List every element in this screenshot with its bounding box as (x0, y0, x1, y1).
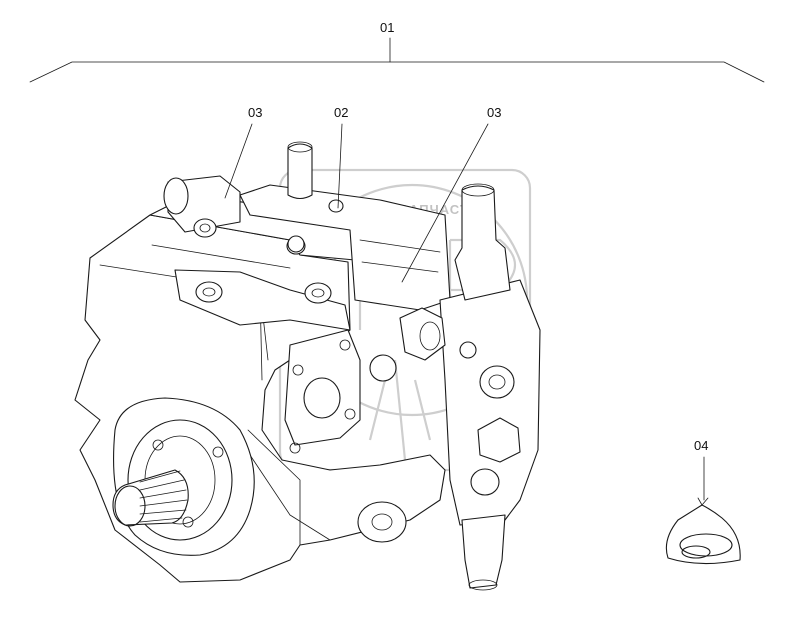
relief-valve-block[interactable] (369, 183, 541, 591)
relief-port-1 (479, 365, 515, 399)
left-valve-nut (163, 177, 189, 215)
relief-port-2 (470, 468, 500, 496)
housing-edge-3 (151, 244, 291, 269)
flange-ring (127, 419, 233, 541)
callout-02-leader (337, 123, 343, 209)
relief-valve-body (439, 279, 541, 526)
bottom-cartridge (461, 514, 506, 589)
side-port-nut (399, 307, 446, 361)
callout-03-right-leader (401, 123, 489, 283)
callout-03-right-label: 03 (487, 105, 501, 120)
seal-kit-bag[interactable] (665, 497, 741, 565)
shaft-splines (139, 470, 188, 523)
callout-01[interactable]: 01 (29, 20, 765, 83)
side-fitting (369, 354, 397, 382)
callout-03-left-label: 03 (248, 105, 262, 120)
bottom-port-hole (371, 513, 393, 531)
housing-edge-4 (247, 429, 301, 546)
callout-02[interactable]: 02 (334, 105, 348, 209)
housing-edge-5 (239, 439, 331, 541)
callout-02-label: 02 (334, 105, 348, 120)
cover-bolt-4 (289, 442, 301, 454)
assembly-bracket (29, 61, 765, 83)
top-post-cap (287, 141, 313, 153)
side-cover-boss (303, 377, 341, 419)
relief-port-1-hole (488, 374, 506, 390)
hex-plug (477, 417, 521, 463)
relief-port-3 (459, 341, 477, 359)
callout-01-label: 01 (380, 20, 394, 35)
flange-bolt-2 (212, 446, 224, 458)
o-ring-small (681, 545, 711, 559)
hydraulic-pump-assembly[interactable] (74, 175, 446, 583)
seal-kit-tie (697, 497, 709, 506)
callout-03-left[interactable]: 03 (224, 105, 262, 199)
top-cartridge (454, 185, 511, 301)
bottom-cartridge-cap (468, 579, 498, 591)
control-block-plug (328, 199, 344, 213)
control-block-top-post (287, 143, 313, 200)
callout-04[interactable]: 04 (694, 438, 708, 501)
flange-bolt-3 (182, 516, 194, 528)
top-cartridge-cap (461, 183, 495, 197)
side-port-nut-hole (419, 321, 441, 351)
flange-bolt-1 (152, 439, 164, 451)
callout-03-left-leader (224, 123, 253, 199)
control-block-fitting (287, 235, 305, 253)
callout-04-label: 04 (694, 438, 708, 453)
cover-bolt-2 (339, 339, 351, 351)
control-block[interactable] (239, 141, 451, 311)
control-block-body (239, 184, 451, 311)
cover-bolt-1 (292, 364, 304, 376)
control-block-edges (359, 239, 441, 273)
bottom-port-boss (357, 501, 407, 543)
shaft-end (114, 485, 146, 527)
watermark-sheaf-icon (368, 359, 432, 461)
callout-03-right[interactable]: 03 (401, 105, 501, 283)
cover-bolt-3 (344, 408, 356, 420)
